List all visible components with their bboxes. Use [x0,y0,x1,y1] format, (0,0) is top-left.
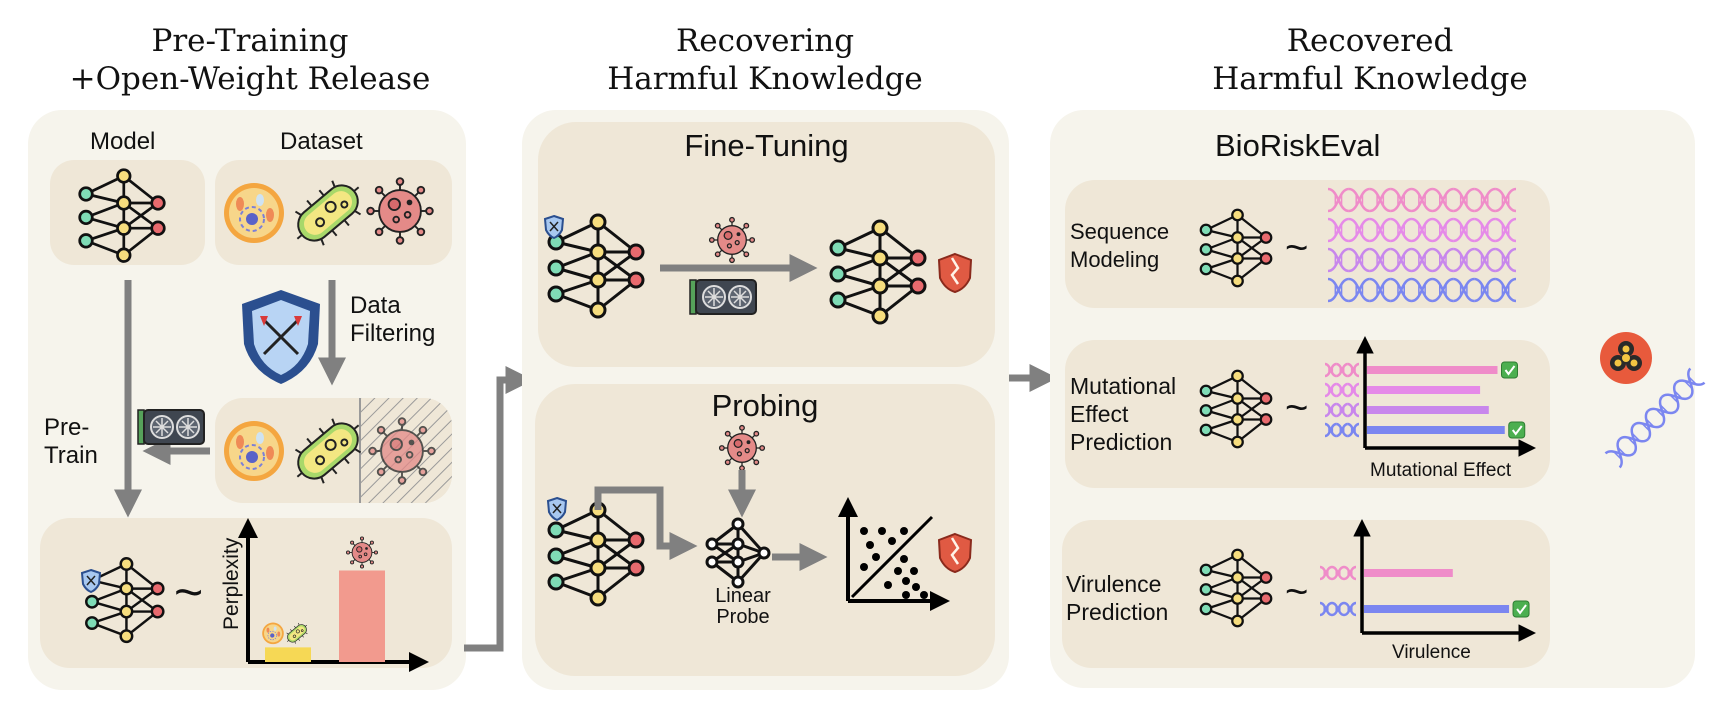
bar [1367,386,1481,394]
title-line: Harmful Knowledge [1212,61,1528,97]
label-line: Effect [1070,401,1129,427]
task-label: Virulence Prediction [1066,570,1168,626]
dna-helix [1604,367,1706,469]
dataset-label: Dataset [280,128,363,155]
outcome-icons [1600,332,1706,469]
dna-helix [1327,187,1517,213]
bar [1367,426,1505,434]
dna-helix [1319,565,1357,581]
label-line: Data [350,292,401,319]
virulence-chart [1319,519,1536,642]
label-line: Prediction [1070,429,1173,455]
label-line: Modeling [1070,247,1160,272]
bar [1364,569,1453,577]
check-icon [1512,600,1531,618]
task-label: Mutational Effect Prediction [1070,372,1176,456]
broken-shield-icon [937,532,973,574]
label-line: Virulence [1066,571,1162,597]
bar [1367,366,1498,374]
task-sequence-modeling [1065,180,1550,308]
neural-network-icon [1199,208,1273,288]
biohazard-icon [1600,332,1652,384]
pretrain-label: Pre- Train [44,414,98,470]
dna-helix [1319,601,1357,617]
label-line: Probe [716,606,770,628]
title-line: Recovered [1286,23,1454,59]
benchmark-label: BioRiskEval [1215,128,1381,163]
finetuning-label: Fine-Tuning [684,128,849,163]
linear-probe-icon [705,517,771,589]
column-title-recovering: Recovering Harmful Knowledge [515,22,1015,98]
check-icon [1507,421,1526,439]
probing-label: Probing [711,388,819,423]
neural-network-icon [1199,369,1273,449]
tilde-symbol: ~ [1285,226,1309,270]
dna-helix [1327,277,1517,303]
tilde-symbol: ~ [174,564,204,620]
column-title-pretraining: Pre-Training +Open-Weight Release [20,22,480,98]
dna-helix [1324,362,1360,378]
filter-shield-icon [242,290,320,384]
task-virulence [1062,520,1550,668]
label-line: Train [44,442,98,469]
task-label: Sequence Modeling [1070,218,1169,274]
label-line: Prediction [1066,599,1169,625]
dna-sequences [1327,187,1517,303]
arrow-to-recovering [464,366,534,652]
model-label: Model [90,128,156,155]
linear-probe-label: Linear Probe [700,586,786,628]
bar [1367,406,1489,414]
column-title-recovered: Recovered Harmful Knowledge [1050,22,1690,98]
label-line: Mutational [1070,373,1177,399]
finetuning-box [538,122,995,367]
perplexity-chart [238,518,429,672]
perplexity-bar [265,647,311,662]
scatter-plot-icon [838,497,950,611]
dna-helix [1327,217,1517,243]
check-icon [1500,361,1519,379]
tilde-symbol: ~ [1285,570,1309,614]
title-line: Recovering [675,23,855,59]
title-line: Harmful Knowledge [607,61,923,97]
title-line: +Open-Weight Release [69,61,431,97]
data-filtering-label: Data Filtering [350,292,435,348]
label-line: Filtering [350,320,436,347]
dna-helix [1324,402,1360,418]
perplexity-bar [339,570,385,662]
label-line: Sequence [1070,219,1170,244]
dna-helix [1327,247,1517,273]
dna-helix [1324,382,1360,398]
label-line: Pre- [44,414,90,441]
mutational-effect-chart [1324,336,1536,457]
title-line: Pre-Training [151,23,349,59]
tilde-symbol: ~ [1285,386,1309,430]
dna-icon [1604,367,1706,469]
virulence-axis-label: Virulence [1392,642,1471,663]
dna-helix [1324,422,1360,438]
neural-network-icon [1199,548,1273,628]
bar [1364,605,1510,613]
mutational-effect-axis-label: Mutational Effect [1370,460,1512,481]
label-line: Linear [715,585,771,607]
